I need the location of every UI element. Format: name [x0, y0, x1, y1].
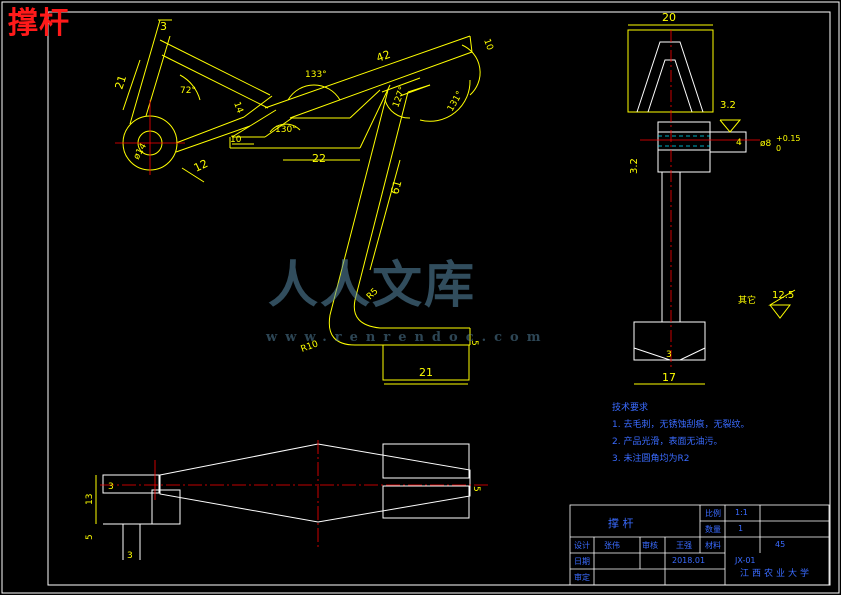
- tb-date-label: 日期: [574, 557, 590, 566]
- dim-text: 130°: [275, 125, 297, 135]
- notes-item: 2. 产品光滑，表面无油污。: [612, 437, 723, 447]
- watermark-main: 人人文库: [268, 255, 476, 314]
- roughness-label: 其它: [738, 294, 756, 306]
- tb-scale-value: 1:1: [735, 508, 748, 517]
- notes-item: 1. 去毛刺，无锈蚀刮痕，无裂纹。: [612, 420, 750, 430]
- dim-text: 10: [230, 135, 242, 145]
- dim-text: 17: [662, 371, 676, 384]
- tb-school: 江西农业大学: [740, 569, 813, 579]
- notes-heading: 技术要求: [612, 403, 649, 413]
- dim-text: 12: [192, 157, 210, 175]
- tb-scale-label: 比例: [705, 509, 721, 518]
- tb-material-label: 材料: [705, 541, 721, 550]
- tb-checker: 王强: [676, 541, 692, 550]
- tb-qty-value: 1: [738, 524, 744, 533]
- side-hidden: [658, 135, 710, 147]
- technical-notes: 技术要求 1. 去毛刺，无锈蚀刮痕，无裂纹。 2. 产品光滑，表面无油污。 3.…: [612, 400, 749, 468]
- dim-text: 3: [108, 482, 114, 492]
- tb-drawing-no: JX-01: [735, 556, 756, 565]
- tb-date: 2018.01: [672, 556, 706, 565]
- side-centerlines: [640, 30, 760, 370]
- dim-text: 3.2: [720, 100, 736, 111]
- dim-text: 22: [312, 152, 326, 165]
- dim-text: 21: [112, 74, 129, 91]
- tb-designer-label: 设计: [574, 541, 590, 550]
- dim-text: ø14: [132, 142, 149, 162]
- roughness-value: 12.5: [772, 290, 794, 301]
- dim-text: 61: [388, 179, 404, 196]
- inner-border: [47, 11, 831, 586]
- dim-text: 127°: [391, 85, 408, 109]
- dim-text: 5: [471, 486, 481, 492]
- dim-text: 14: [231, 101, 244, 115]
- tb-reviewer-label: 审定: [574, 573, 590, 582]
- dim-text: 131°: [446, 90, 466, 114]
- dim-text: 3.2: [629, 158, 640, 174]
- dim-text: 5: [85, 534, 95, 540]
- dim-text: 21: [419, 366, 433, 379]
- watermark-sub: www.renrendoc.com: [266, 330, 549, 345]
- tb-checker-label: 审核: [642, 541, 658, 550]
- dimension-labels: 3 21 72° ø14 12 10 22 14 130° 133° 42 10…: [85, 11, 801, 561]
- tb-designer: 张伟: [604, 541, 620, 550]
- tb-part-name: 撑 杆: [608, 517, 634, 530]
- dim-text: 20: [662, 11, 676, 24]
- dim-text: 5: [469, 340, 479, 346]
- dim-text: 133°: [305, 70, 327, 80]
- dim-text: 10: [481, 38, 494, 52]
- dim-text: 3: [160, 20, 167, 33]
- tb-material-value: 45: [775, 540, 786, 549]
- page-title: 撑杆: [8, 6, 70, 41]
- notes-item: 3. 未注圆角均为R2: [612, 454, 690, 464]
- dim-text: 72°: [180, 86, 196, 96]
- dim-text: 42: [375, 48, 393, 65]
- side-view: [627, 24, 796, 385]
- front-centerlines: [115, 100, 185, 175]
- dim-text: 3: [127, 551, 133, 561]
- front-view: [122, 19, 481, 385]
- tb-qty-label: 数量: [705, 525, 721, 534]
- dim-text: 4: [736, 138, 742, 148]
- dim-text: 13: [85, 494, 95, 505]
- bottom-view: [95, 443, 471, 560]
- tolerance-upper: +0.15: [776, 134, 801, 143]
- tolerance-lower: 0: [776, 144, 781, 153]
- dim-text: 3: [666, 350, 672, 360]
- bottom-centerlines: [100, 440, 490, 548]
- tolerance-main: ø8: [760, 139, 772, 149]
- title-block: [569, 504, 830, 586]
